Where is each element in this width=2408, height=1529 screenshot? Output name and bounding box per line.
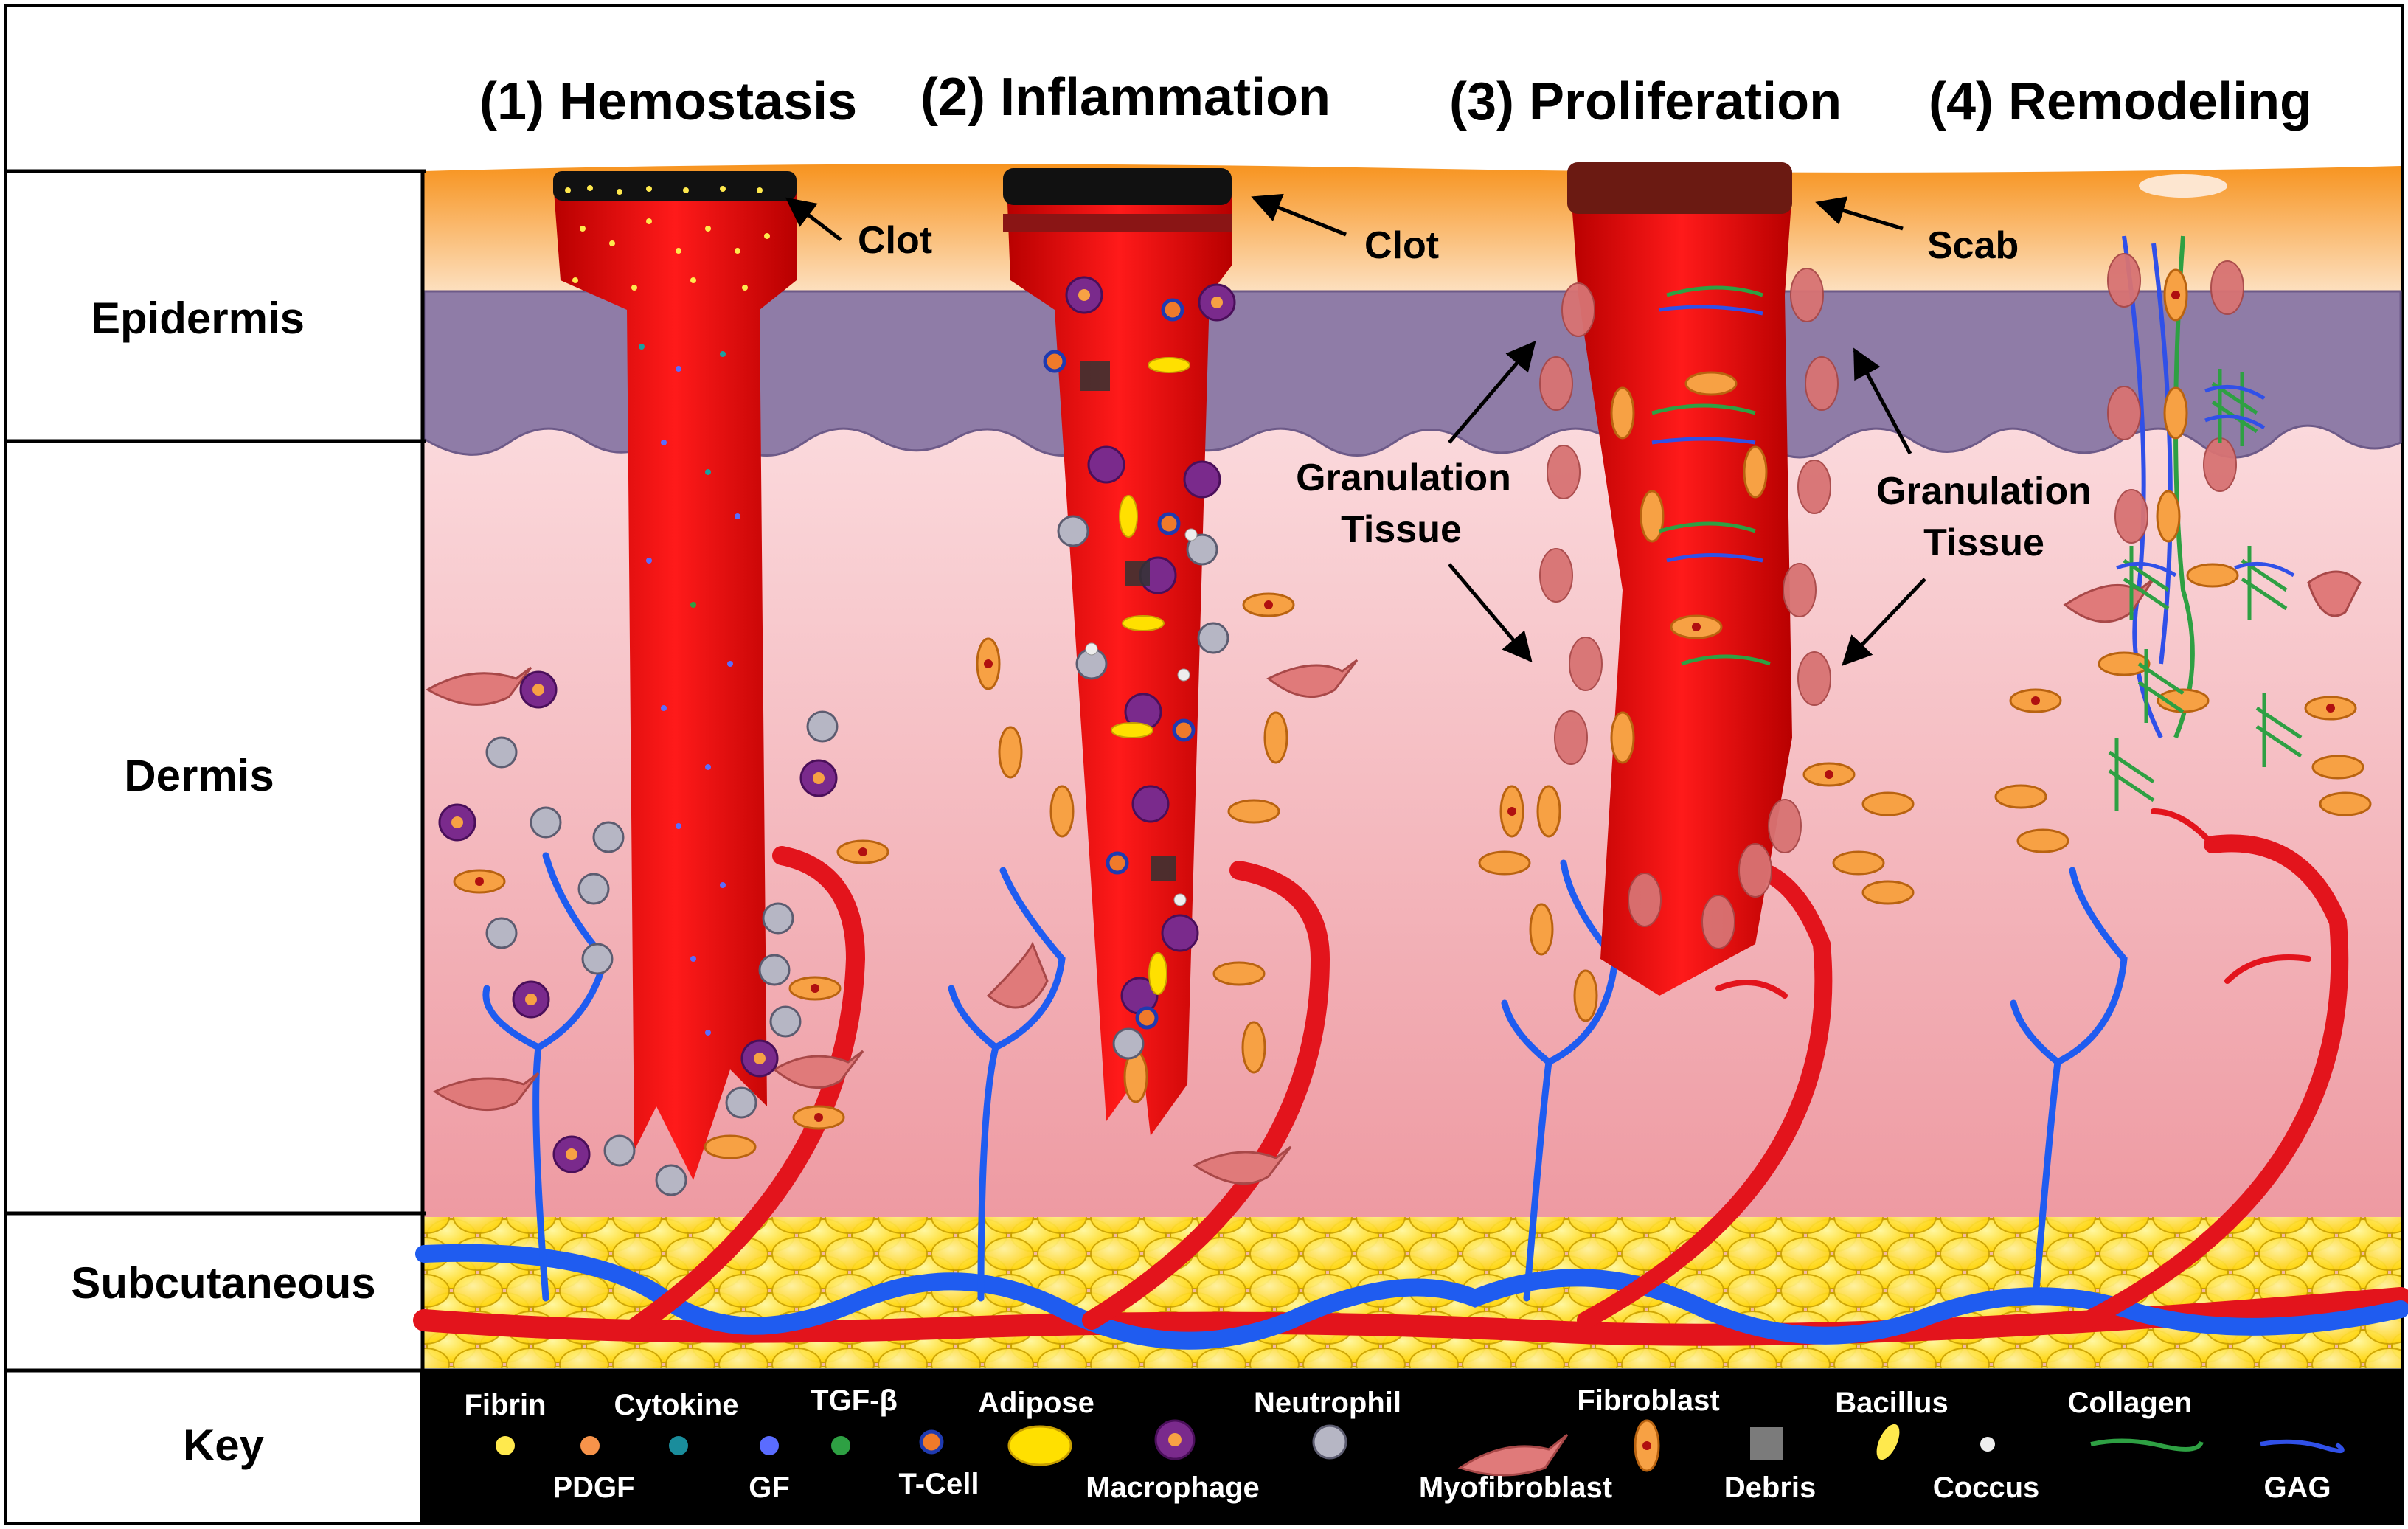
layer-label-epidermis: Epidermis	[91, 294, 305, 343]
clot-2	[1003, 168, 1232, 205]
key-label-collagen: Collagen	[2068, 1387, 2193, 1419]
stage-title-inflammation: (2) Inflammation	[920, 68, 1330, 127]
key-debris-icon	[1750, 1427, 1783, 1460]
neutrophil-cells	[485, 515, 1229, 1196]
adipose-key-like-cells	[1111, 357, 1190, 995]
key-fibrin-icon	[496, 1436, 515, 1455]
layer-separators	[6, 169, 2402, 1523]
growth-factor-dots	[639, 344, 740, 1036]
label-granulation-right-line2: Tissue	[1923, 521, 2044, 564]
key-label-debris: Debris	[1724, 1471, 1817, 1504]
macrophage-cells	[438, 276, 1236, 1173]
label-clot-2: Clot	[1364, 224, 1439, 267]
tcell-cells	[1043, 298, 1196, 1030]
key-label-gag: GAG	[2263, 1471, 2331, 1504]
key-adipose-icon	[1007, 1425, 1072, 1466]
wound-hemostasis	[553, 171, 797, 1180]
key-label-bacillus: Bacillus	[1835, 1387, 1948, 1419]
key-gag-icon	[2260, 1439, 2345, 1454]
fibroblast-nuclei	[475, 291, 2335, 1122]
stage-title-remodeling: (4) Remodeling	[1929, 72, 2312, 131]
key-pdgf-icon	[580, 1436, 600, 1455]
key-label-tgfb: TGF-β	[811, 1384, 898, 1417]
fibroblast-cells	[453, 268, 2372, 1159]
collagen-gag-mesh	[1651, 285, 2303, 811]
label-granulation-left-line1: Granulation	[1296, 457, 1511, 499]
key-bacillus-icon	[1876, 1424, 1900, 1460]
epidermis-layer	[424, 164, 2401, 295]
key-label-myofibroblast: Myofibroblast	[1419, 1471, 1612, 1504]
clot-1	[553, 171, 797, 201]
key-coccus-icon	[1980, 1437, 1995, 1452]
key-neutrophil-icon	[1312, 1424, 1347, 1460]
key-symbols	[496, 1419, 2345, 1477]
myofibroblast-cluster-stage3	[1539, 253, 2244, 949]
label-granulation-right-line1: Granulation	[1876, 470, 2092, 513]
key-label-gf: GF	[749, 1471, 790, 1504]
key-label-pdgf: PDGF	[552, 1471, 634, 1504]
label-scab: Scab	[1927, 224, 2019, 267]
key-label-neutrophil: Neutrophil	[1254, 1387, 1401, 1419]
key-myofibroblast-icon	[1457, 1433, 1569, 1477]
key-gf-icon	[760, 1436, 779, 1455]
key-label-fibrin: Fibrin	[464, 1389, 546, 1421]
key-background	[420, 1372, 2402, 1523]
scab	[1567, 162, 1792, 214]
key-label-coccus: Coccus	[1933, 1471, 2040, 1504]
layer-label-subcutaneous: Subcutaneous	[71, 1258, 375, 1308]
stage-title-hemostasis: (1) Hemostasis	[479, 72, 857, 131]
key-label-macrophage: Macrophage	[1086, 1471, 1260, 1504]
macrophage-nuclei	[451, 289, 1223, 1160]
wound-remodeling	[2122, 174, 2227, 739]
key-label-tcell: T-Cell	[899, 1468, 979, 1500]
annotation-arrows	[785, 193, 1926, 666]
key-tgfb-icon	[831, 1436, 850, 1455]
label-clot-1: Clot	[858, 219, 932, 262]
key-collagen-icon	[2090, 1438, 2204, 1452]
layer-label-dermis: Dermis	[124, 751, 274, 800]
key-cytokine-icon	[669, 1436, 688, 1455]
coccus-particles	[1085, 528, 1198, 906]
key-label-cytokine: Cytokine	[614, 1389, 739, 1421]
layer-label-key: Key	[183, 1421, 265, 1470]
label-granulation-left-line2: Tissue	[1341, 508, 1462, 551]
stage-title-proliferation: (3) Proliferation	[1449, 72, 1842, 131]
key-label-fibroblast: Fibroblast	[1577, 1384, 1719, 1417]
key-label-adipose: Adipose	[978, 1387, 1094, 1419]
fibrin-dots	[565, 185, 770, 291]
debris-particles	[1080, 361, 1176, 881]
key-tcell-icon	[919, 1429, 944, 1455]
